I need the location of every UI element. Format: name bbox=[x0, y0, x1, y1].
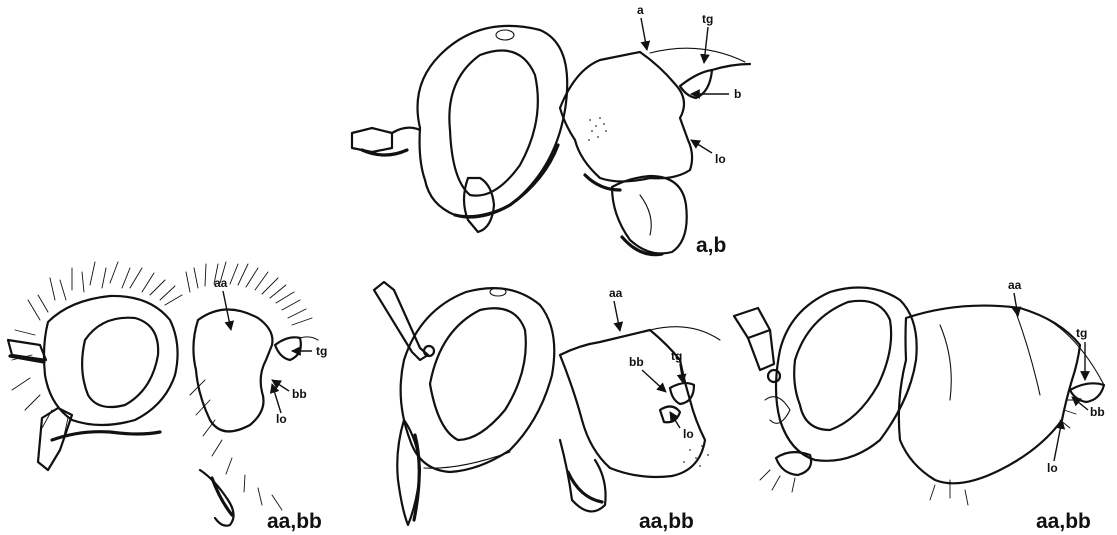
panel-caption: a,b bbox=[696, 234, 726, 257]
label-aa: aa bbox=[609, 286, 623, 300]
arrow-lo bbox=[691, 140, 712, 153]
label-bb: bb bbox=[1090, 405, 1105, 419]
label-tg: tg bbox=[1076, 326, 1087, 340]
panel-bottom-left: aa tg bb lo aa,bb bbox=[8, 262, 327, 533]
insect-head-thorax-drawing-bottom-middle bbox=[374, 282, 720, 525]
label-lo: lo bbox=[715, 152, 726, 166]
label-aa: aa bbox=[214, 276, 228, 290]
label-a: a bbox=[637, 3, 644, 17]
panel-caption: aa,bb bbox=[267, 510, 322, 533]
panel-bottom-right: aa tg bb lo aa,bb bbox=[734, 278, 1105, 533]
insect-head-thorax-drawing-bottom-left bbox=[8, 262, 318, 526]
label-bb: bb bbox=[629, 355, 644, 369]
arrow-a bbox=[641, 18, 647, 50]
arrow-tg bbox=[704, 27, 708, 63]
label-tg: tg bbox=[671, 349, 682, 363]
panel-bottom-middle: aa tg bb lo aa,bb bbox=[374, 282, 720, 533]
label-tg: tg bbox=[702, 12, 713, 26]
arrow-bb bbox=[642, 370, 666, 392]
arrow-lo bbox=[272, 384, 281, 413]
label-b: b bbox=[734, 87, 741, 101]
label-lo: lo bbox=[1047, 461, 1058, 475]
panel-caption: aa,bb bbox=[639, 510, 694, 533]
label-bb: bb bbox=[292, 387, 307, 401]
label-lo: lo bbox=[683, 427, 694, 441]
label-lo: lo bbox=[276, 412, 287, 426]
arrow-bb bbox=[272, 380, 289, 391]
label-tg: tg bbox=[316, 344, 327, 358]
insect-head-thorax-drawing-top bbox=[352, 26, 750, 255]
label-aa: aa bbox=[1008, 278, 1022, 292]
arrow-aa bbox=[614, 301, 620, 331]
panel-caption: aa,bb bbox=[1036, 510, 1091, 533]
panel-top: a tg b lo a,b bbox=[352, 3, 750, 257]
